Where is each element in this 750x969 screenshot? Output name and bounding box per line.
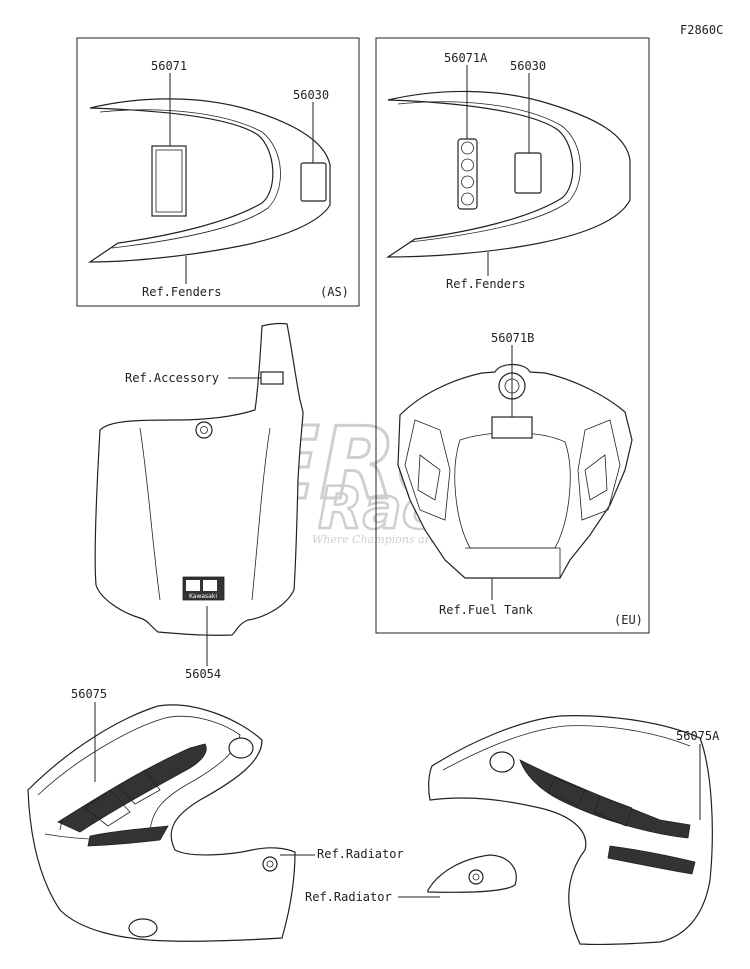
- ref-fenders-as: Ref.Fenders: [142, 285, 221, 299]
- region-as: (AS): [320, 285, 349, 299]
- fender-eu: [386, 90, 631, 258]
- part-number-56075A: 56075A: [676, 729, 720, 743]
- part-number-56071B: 56071B: [491, 331, 534, 345]
- part-number-56054: 56054: [185, 667, 221, 681]
- ref-radiator-right: Ref.Radiator: [305, 890, 392, 904]
- panel-eu: 56071A 56030 Ref.Fenders 56071B Ref.Fuel…: [375, 37, 650, 634]
- decal-56071B: [491, 416, 533, 439]
- accessory-decal: [260, 371, 284, 385]
- ref-fenders-eu: Ref.Fenders: [446, 277, 525, 291]
- ref-fuel-tank: Ref.Fuel Tank: [439, 603, 534, 617]
- panel-as: 56071 56030 Ref.Fenders (AS): [76, 37, 360, 307]
- decal-56071-as: [151, 145, 187, 217]
- decal-56030-eu: [514, 152, 542, 194]
- kawasaki-logo: Kawasaki: [182, 576, 225, 601]
- panel-as-frame: [76, 37, 360, 307]
- ref-accessory: Ref.Accessory: [125, 371, 219, 385]
- number-plate: Kawasaki Ref.Accessory 56054: [94, 323, 304, 681]
- part-number-56075: 56075: [71, 687, 107, 701]
- fender-as: [88, 98, 331, 263]
- part-number-56030-as: 56030: [293, 88, 329, 102]
- diagram-code: F2860C: [680, 23, 723, 37]
- part-number-56030-eu: 56030: [510, 59, 546, 73]
- kawasaki-logo-text: Kawasaki: [189, 593, 217, 600]
- fuel-tank: [397, 363, 633, 579]
- ref-radiator-left: Ref.Radiator: [317, 847, 404, 861]
- part-number-56071A: 56071A: [444, 51, 488, 65]
- region-eu: (EU): [614, 613, 643, 627]
- decal-56071A: [457, 138, 478, 210]
- part-number-56071: 56071: [151, 59, 187, 73]
- panel-eu-frame: [375, 37, 650, 634]
- left-shroud: [27, 704, 296, 942]
- decal-56030-as: [300, 162, 327, 202]
- right-shroud: [427, 715, 713, 945]
